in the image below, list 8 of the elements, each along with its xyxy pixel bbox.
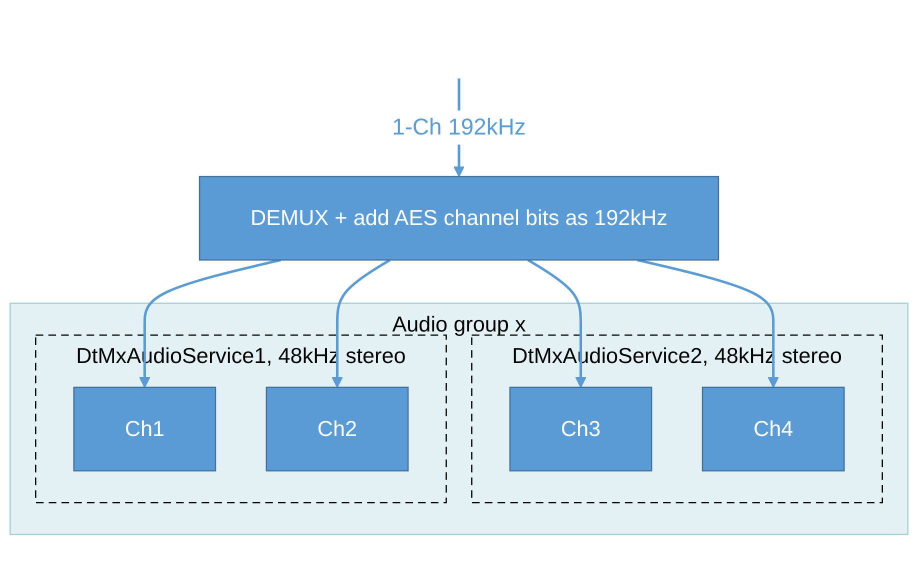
node-box: DEMUX + add AES channel bits as 192kHz [198,176,720,261]
arrow [527,258,586,388]
node-box: Ch3 [509,386,652,472]
node-box: Ch2 [266,386,409,472]
node-box: Ch1 [73,386,216,472]
arrow [332,258,391,388]
node-box: Ch4 [702,386,845,472]
edge-label: 1-Ch 192kHz [392,114,526,140]
